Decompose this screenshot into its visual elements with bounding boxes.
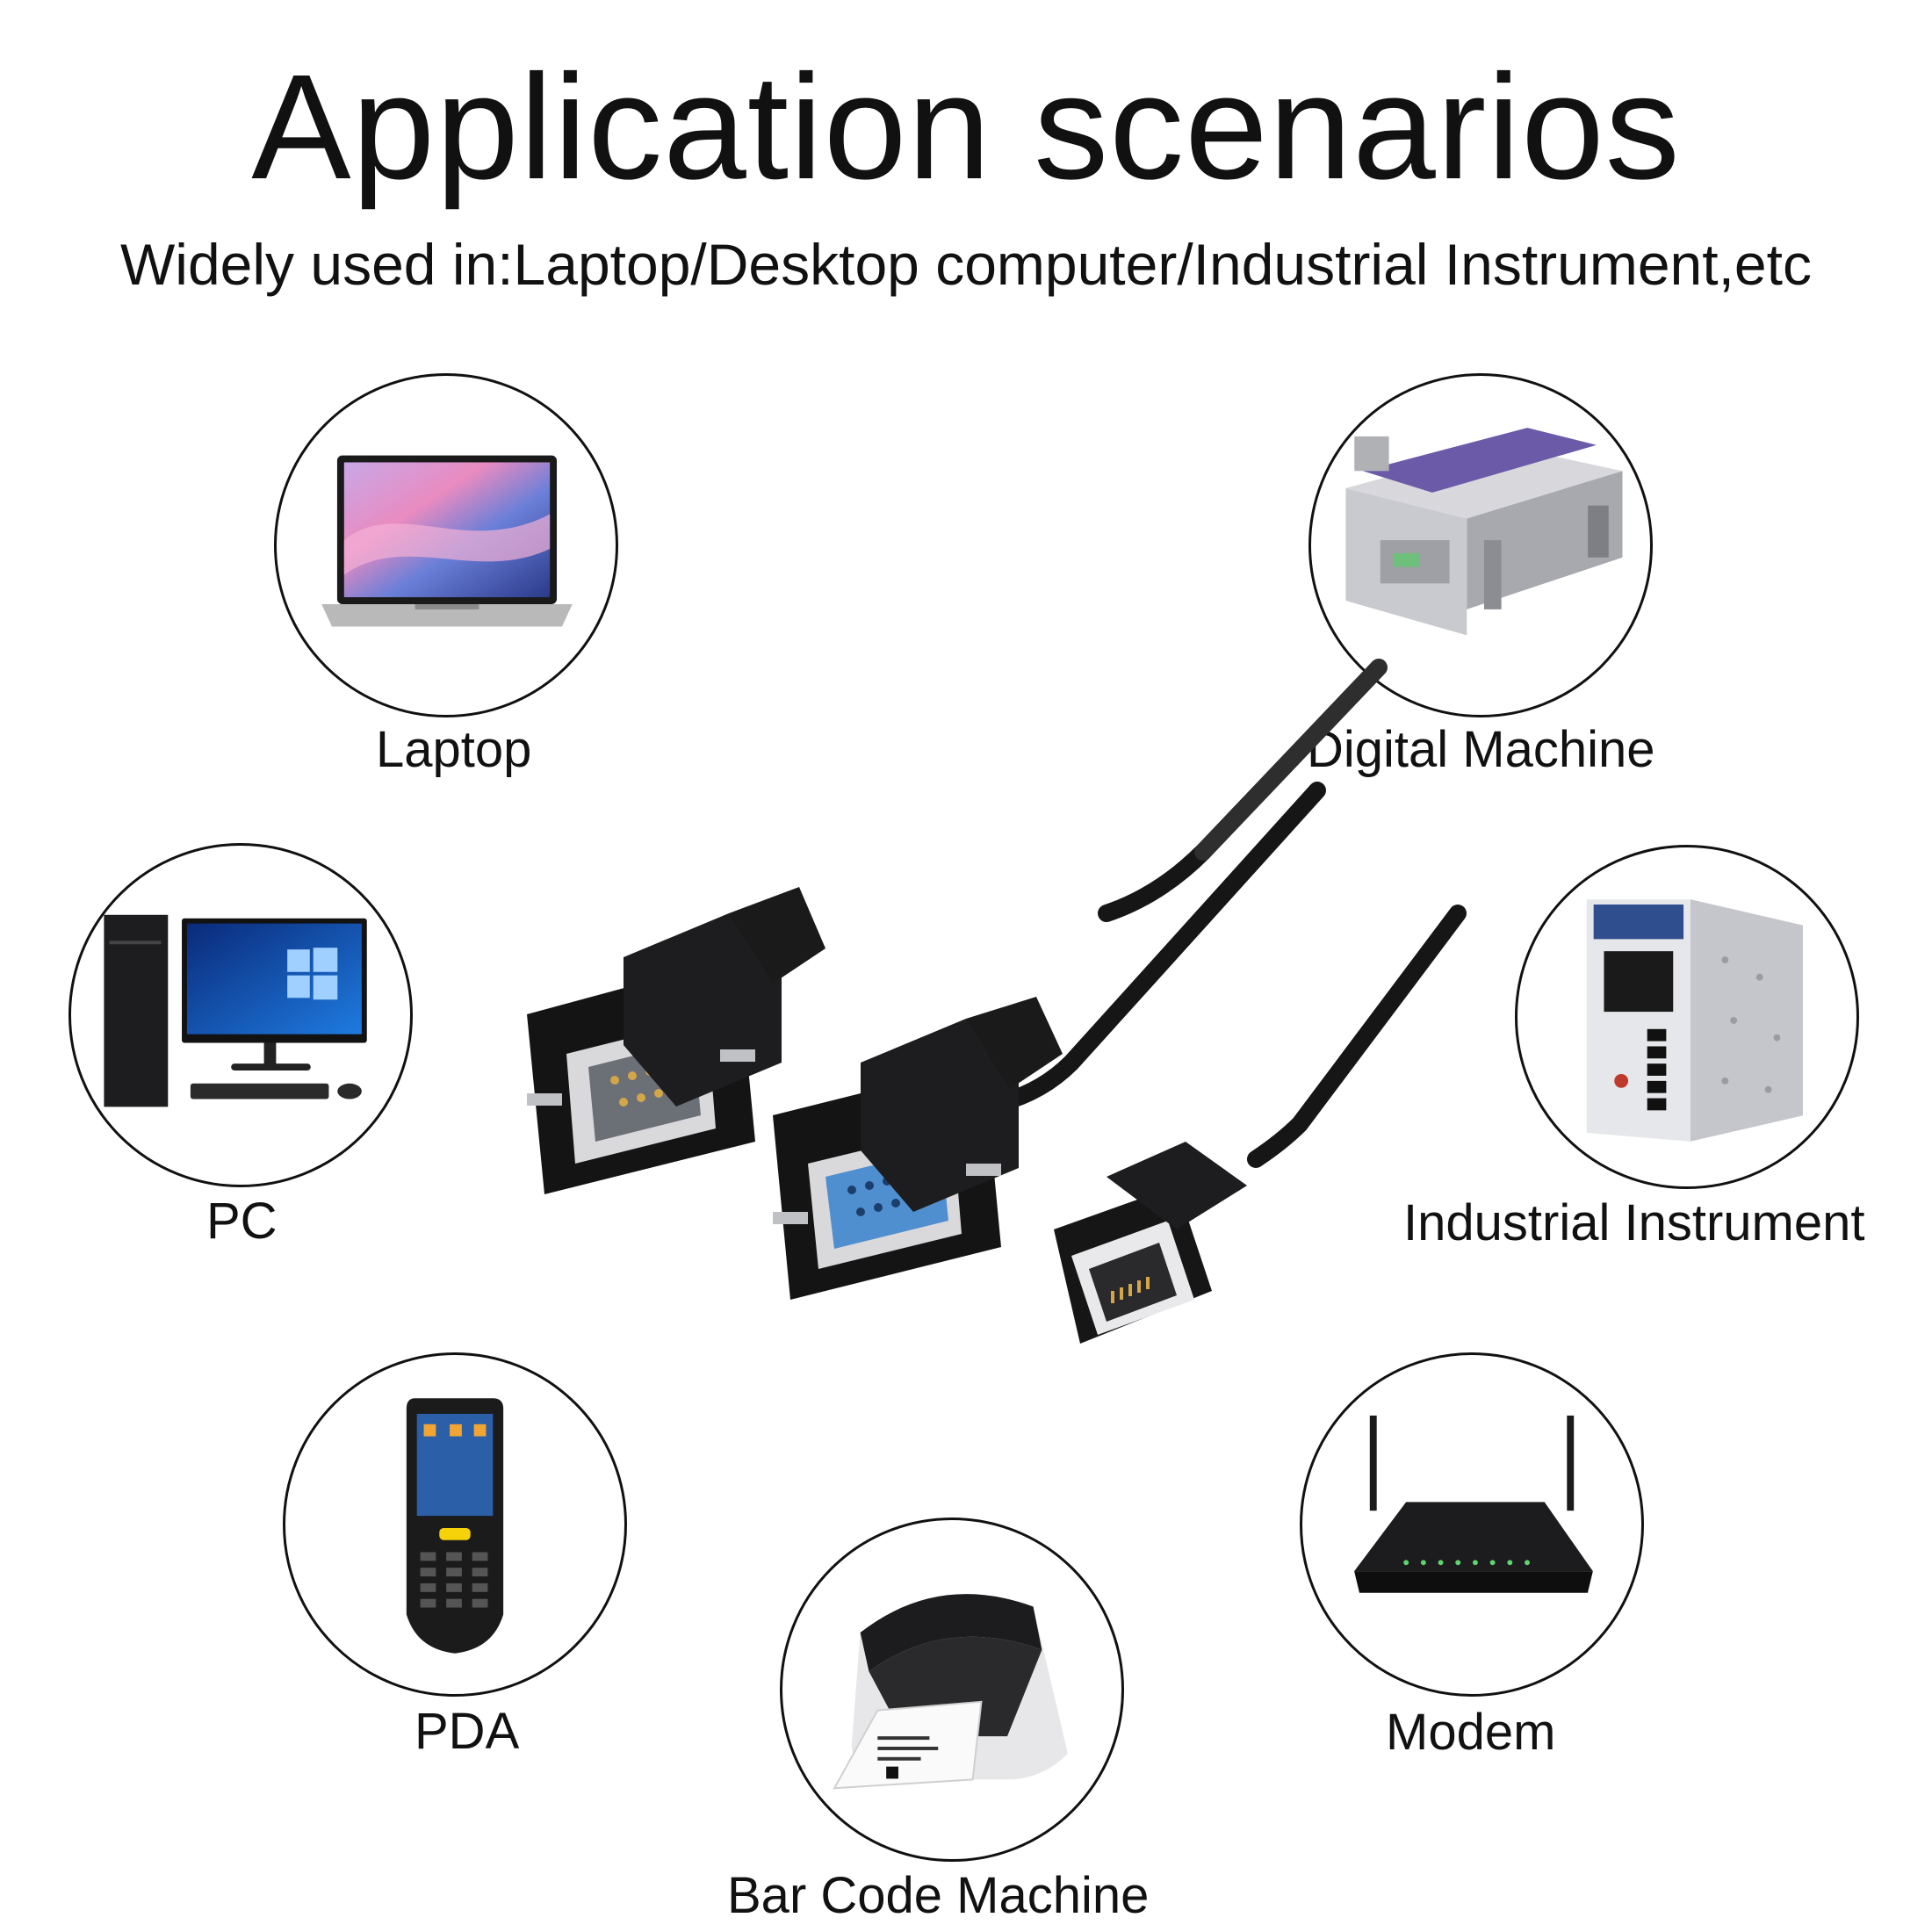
industrial-instrument-label: Industrial Instrument <box>1403 1194 1865 1251</box>
serial-cable-icon <box>527 659 1467 1344</box>
modem-image <box>1300 1352 1644 1697</box>
barcode-printer-label: Bar Code Machine <box>727 1867 1150 1924</box>
laptop-icon <box>321 455 573 627</box>
laptop-image <box>274 373 618 717</box>
digital-machine-icon <box>1345 428 1623 636</box>
laptop-label: Laptop <box>376 721 532 778</box>
digital-machine-image <box>1308 373 1653 717</box>
pc-icon <box>104 914 367 1107</box>
industrial-instrument-icon <box>1586 899 1803 1142</box>
modem-icon <box>1354 1415 1593 1593</box>
barcode-printer-icon <box>833 1594 1068 1790</box>
pda-image <box>283 1352 627 1697</box>
industrial-instrument-image <box>1515 845 1859 1189</box>
modem-label: Modem <box>1386 1704 1556 1761</box>
digital-machine-label: Digital Machine <box>1307 721 1655 778</box>
pc-label: PC <box>206 1193 278 1250</box>
barcode-printer-image <box>780 1517 1124 1862</box>
page-title: Application scenarios <box>251 44 1681 211</box>
pda-label: PDA <box>415 1703 520 1760</box>
pda-icon <box>406 1398 504 1654</box>
pc-image <box>68 843 413 1187</box>
page-subtitle: Widely used in:Laptop/Desktop computer/I… <box>120 232 1812 297</box>
